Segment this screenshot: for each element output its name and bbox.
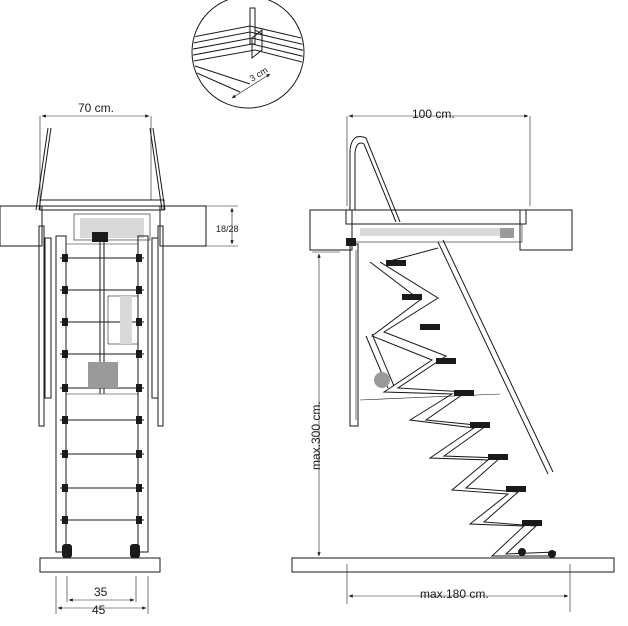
stile-left [55,235,67,553]
foot-right [130,544,140,558]
handrail-left [35,127,49,211]
ceiling-slab-side-right [519,209,573,251]
pivot-hub [374,372,390,388]
side-width-label: 100 cm. [412,107,455,121]
ceiling-slab-right [159,205,207,247]
inner-width-label: 35 [94,585,108,599]
handrail-right [149,127,163,211]
hatch-box [345,209,527,225]
wheel-right [548,550,556,558]
reach-label: max.180 cm. [420,587,489,601]
spring-left [38,225,45,427]
outer-width-label: 45 [92,603,106,617]
foot-left [62,544,72,558]
wheel-left [518,548,526,556]
thickness-label: 18/28 [216,224,239,234]
hatch-frame [39,199,165,211]
spring-right [157,225,164,427]
scissor-mechanism [369,247,557,557]
front-width-label: 70 cm. [78,101,114,115]
ceiling-slab-left [0,205,43,247]
frame-corner-detail [193,7,303,93]
floor-front [39,557,161,573]
front-view: 70 cm. 18/28 [0,101,239,617]
support-arm [437,241,549,475]
side-treads [386,260,542,526]
detail-circle: 3 cm [191,0,305,109]
height-label: max.300 cm. [309,401,323,470]
stile-right [137,235,149,553]
front-steps [60,254,144,524]
side-view: 100 cm. max.300 cm. [291,107,615,612]
hatch-door [349,243,359,427]
side-handrail [349,136,401,223]
gap-dimension-line [231,73,271,99]
floor-side [291,557,615,573]
